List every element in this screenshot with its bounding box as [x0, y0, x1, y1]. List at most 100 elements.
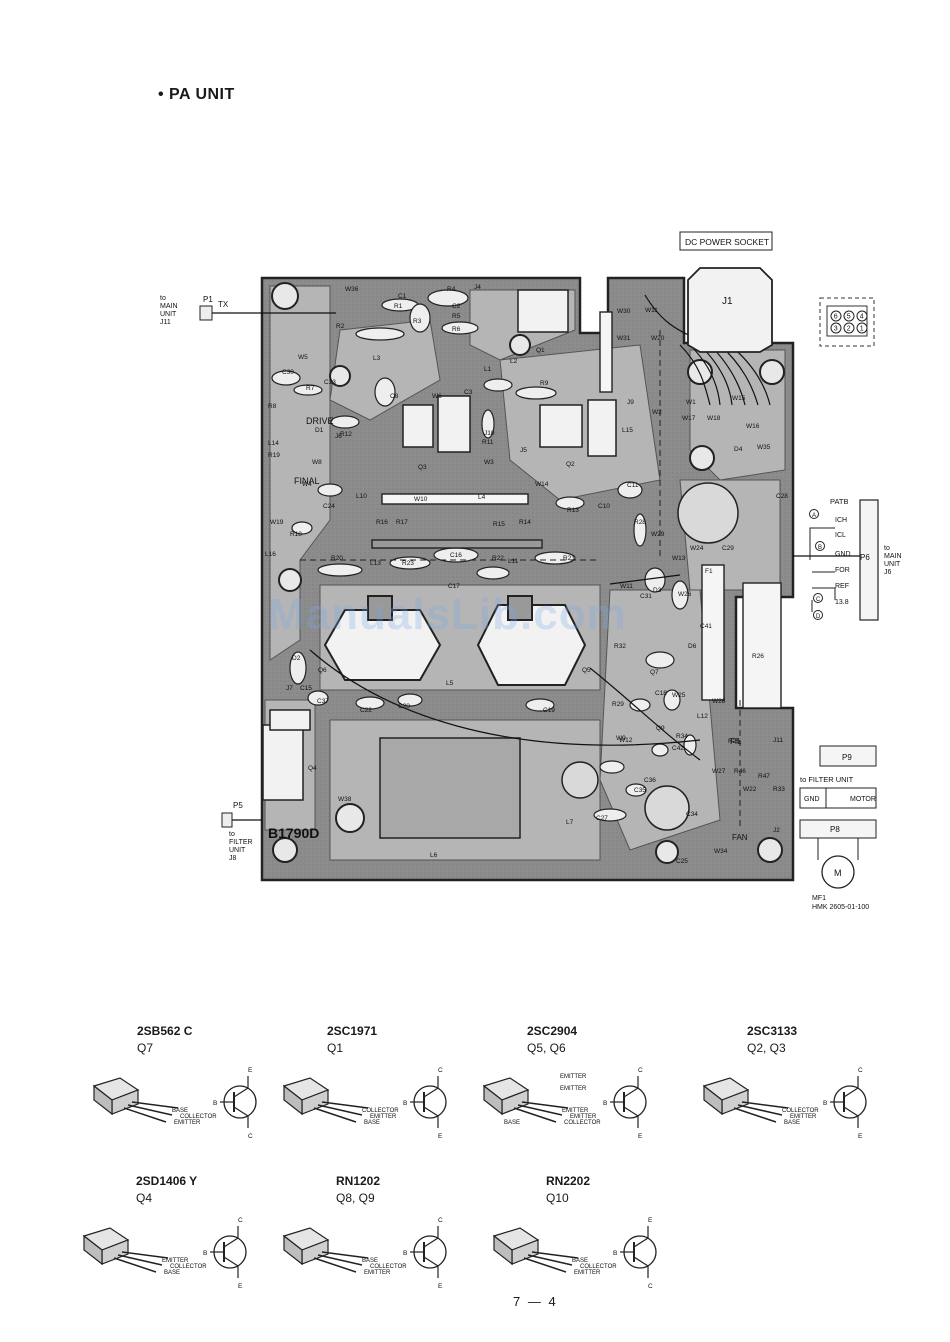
transistor-symbol-terminal: E: [648, 1217, 653, 1224]
transistor-symbol-terminal: E: [438, 1283, 443, 1290]
component-label: L13: [370, 560, 381, 567]
page-title: • PA UNIT: [158, 86, 235, 103]
component-label: D6: [688, 643, 697, 650]
component-label: W27: [712, 768, 726, 775]
component-label: Q7: [650, 669, 659, 676]
final-label: FINAL: [294, 476, 320, 486]
component-label: R46: [734, 768, 746, 775]
p1-label: P1: [203, 295, 213, 304]
component-label: D3: [653, 587, 662, 594]
transistor-symbol-terminal: C: [648, 1283, 653, 1290]
component-label: W28: [712, 698, 726, 705]
component-label: W18: [707, 415, 721, 422]
component-label: R12: [340, 431, 352, 438]
to-main-left-3: J11: [160, 319, 171, 326]
component-label: L16: [265, 551, 276, 558]
component-label: W14: [535, 481, 549, 488]
pin-circle: [843, 310, 855, 322]
transistor-symbol-terminal: C: [248, 1133, 253, 1140]
page-number: 7 — 4: [513, 1294, 558, 1309]
p9-label: P9: [842, 753, 852, 762]
transistor-pin-label: EMITTER: [560, 1086, 587, 1092]
transistor-symbol-terminal: B: [203, 1250, 207, 1257]
component-label: C15: [300, 685, 312, 692]
component-label: R33: [773, 786, 785, 793]
signal-letter-circle: [813, 593, 823, 603]
p8-fan-motor: P8 M MF1 HMK 2605-01-100: [799, 819, 877, 911]
transistor-pin-label: BASE: [172, 1108, 188, 1114]
component-label: L3: [373, 355, 381, 362]
transistor-symbol-terminal: E: [248, 1067, 253, 1074]
transistor-pin-label: COLLECTOR: [564, 1120, 601, 1126]
motor-label: MOTOR: [850, 796, 876, 803]
component-label: R14: [519, 519, 531, 526]
tx-label: TX: [218, 300, 229, 309]
pin-number: 4: [860, 314, 864, 321]
p9-connector: P9 to FILTER UNIT GND MOTOR: [799, 745, 877, 809]
component-label: R25: [728, 738, 740, 745]
component-label: Q4: [308, 765, 317, 772]
component-label: R16: [376, 519, 388, 526]
j1-label: J1: [722, 296, 733, 307]
component-label: D1: [315, 427, 324, 434]
component-label: L10: [356, 493, 367, 500]
component-label: C10: [598, 503, 610, 510]
component-label: W34: [714, 848, 728, 855]
component-label: W29: [651, 531, 665, 538]
to-main-right-0: to: [884, 545, 890, 552]
transistor-pin-label: BASE: [504, 1120, 520, 1126]
patb-label: PATB: [830, 497, 848, 506]
p5-connector: P5 to FILTER UNIT J8: [221, 801, 253, 862]
pin-number: 5: [847, 314, 851, 321]
transistor-ref: Q4: [136, 1191, 153, 1205]
transistor-pin-label: BASE: [164, 1270, 180, 1276]
component-label: R17: [396, 519, 408, 526]
component-label: L11: [508, 558, 519, 565]
p6-signal-letter: C: [816, 597, 821, 603]
p6-signal-label: REF: [835, 583, 849, 590]
fan-motor-symbol: M: [834, 868, 842, 878]
to-main-left-0: to: [160, 295, 166, 302]
component-label: L12: [697, 713, 708, 720]
component-label: W30: [617, 308, 631, 315]
dc-socket-label: DC POWER SOCKET: [685, 237, 769, 247]
component-label: Q9: [656, 725, 665, 732]
transistor-ref: Q7: [137, 1041, 154, 1055]
component-label: J4: [474, 284, 481, 291]
to-filter-left-3: J8: [229, 855, 237, 862]
transformer-l6: [379, 737, 521, 839]
component-label: W1: [686, 399, 696, 406]
component-label: C18: [655, 690, 667, 697]
p6-signal-letter: A: [812, 513, 816, 519]
component-label: L2: [510, 358, 518, 365]
component-label: L5: [446, 680, 454, 687]
component-label: C30: [282, 369, 294, 376]
transistor-pin-label: EMITTER: [790, 1114, 817, 1120]
component-label: J2: [773, 827, 780, 834]
to-filter-left-2: UNIT: [229, 847, 246, 854]
component-label: W4: [302, 481, 312, 488]
pin-circle: [843, 322, 855, 334]
dc-socket-label-box: [679, 231, 773, 251]
board-code: B1790D: [268, 825, 319, 841]
p6-signal-label: ICL: [835, 532, 846, 539]
transistor-pin-label: COLLECTOR: [580, 1264, 617, 1270]
component-label: R6: [452, 326, 461, 333]
transistor-pin-label: BASE: [784, 1120, 800, 1126]
transistor-symbol-terminal: E: [638, 1133, 643, 1140]
transistor-ref: Q2, Q3: [747, 1041, 786, 1055]
component-label: R26: [752, 653, 764, 660]
component-label: W24: [690, 545, 704, 552]
component-label: J10: [484, 430, 495, 437]
hmk-label: HMK 2605-01-100: [812, 904, 869, 911]
transistor-symbol-terminal: C: [438, 1067, 443, 1074]
drive-label: DRIVE: [306, 416, 334, 426]
component-label: W22: [743, 786, 757, 793]
component-label: W2: [652, 409, 662, 416]
component-label: C35: [634, 787, 646, 794]
